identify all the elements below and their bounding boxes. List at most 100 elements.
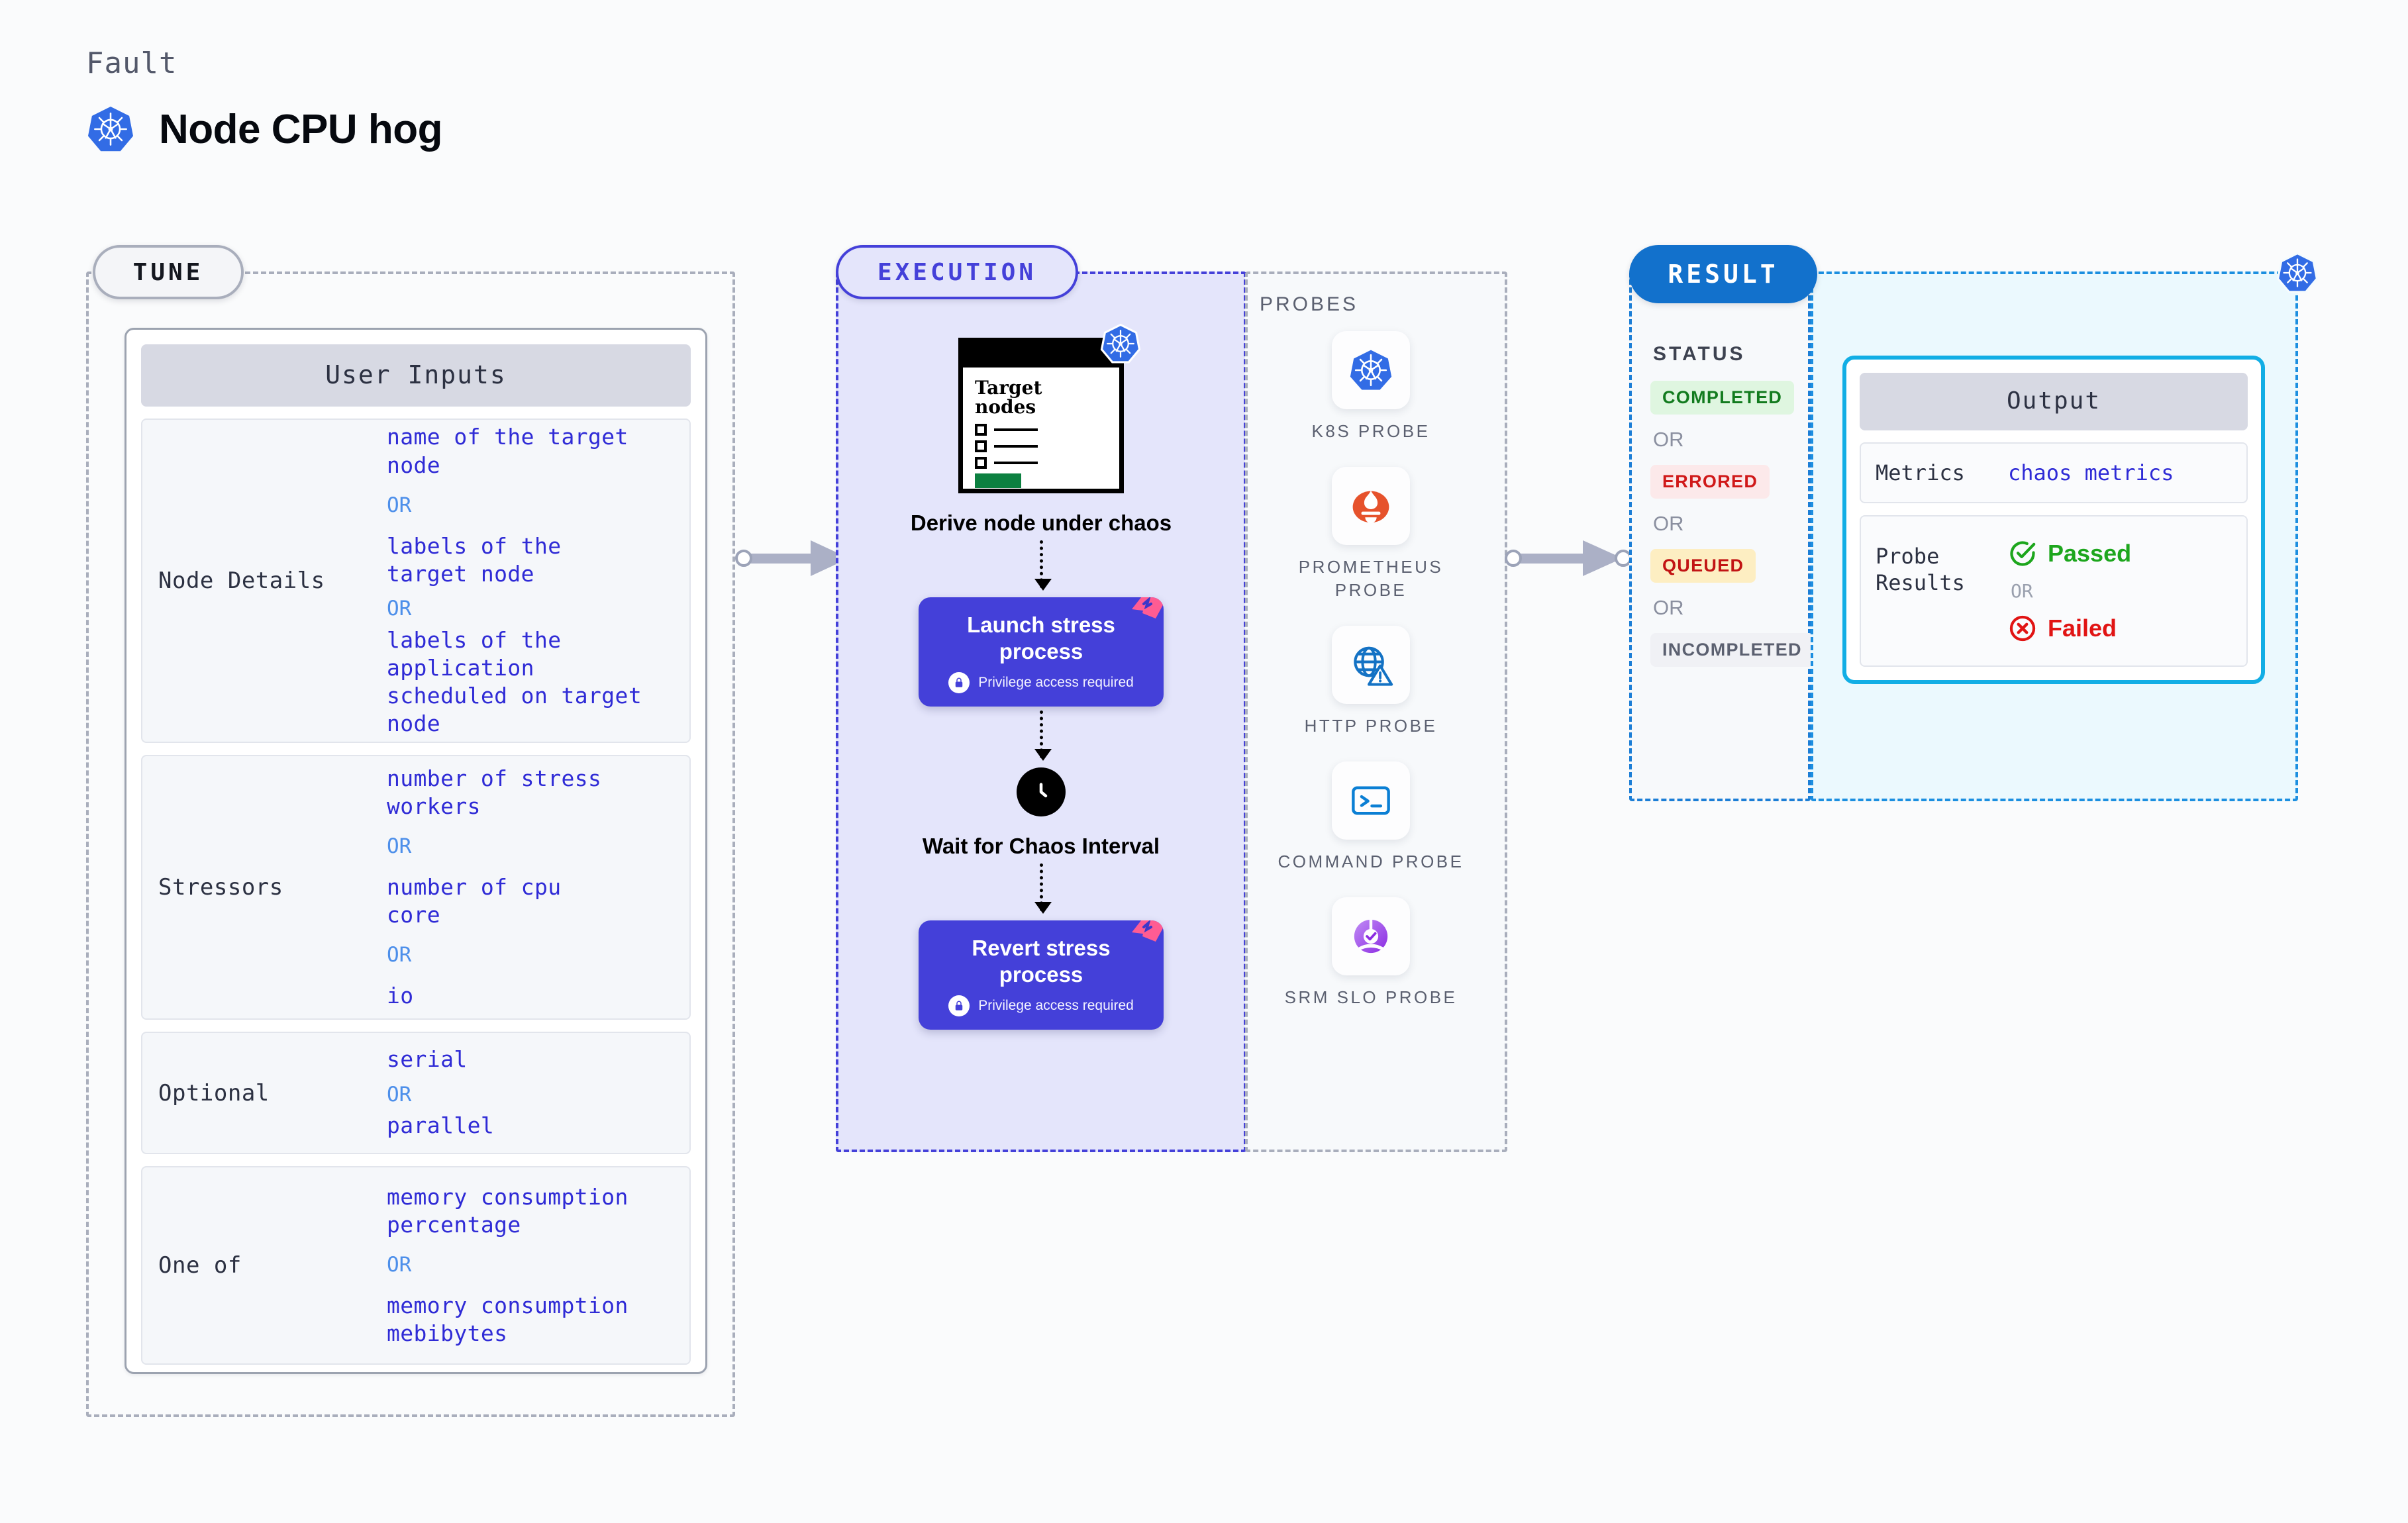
status-badge-errored: ERRORED bbox=[1650, 465, 1770, 499]
tune-value: labels of the application scheduled on t… bbox=[387, 626, 642, 737]
probe-label: PROMETHEUS PROBE bbox=[1298, 557, 1444, 601]
flow-connector bbox=[1034, 863, 1052, 914]
document-progress-bar bbox=[975, 473, 1021, 488]
tune-row-values: number of stress workers OR number of cp… bbox=[387, 765, 674, 1010]
result-status-panel bbox=[1629, 271, 1811, 801]
probe-result-values: Passed OR Failed bbox=[2008, 539, 2131, 643]
or-label: OR bbox=[387, 943, 412, 967]
lock-icon bbox=[948, 672, 970, 694]
probe-result-passed: Passed bbox=[2008, 539, 2131, 568]
output-row-metrics: Metrics chaos metrics bbox=[1860, 442, 2248, 503]
tune-value: number of stress workers bbox=[387, 765, 602, 819]
kubernetes-icon bbox=[1350, 350, 1392, 390]
probes-panel-border bbox=[1245, 271, 1507, 1152]
privilege-note: Privilege access required bbox=[978, 998, 1134, 1014]
tune-value: serial bbox=[387, 1046, 468, 1073]
tune-value: io bbox=[387, 983, 414, 1009]
or-label: OR bbox=[387, 1253, 412, 1277]
tune-row-optional: Optional serial OR parallel bbox=[141, 1032, 691, 1154]
flow-connector bbox=[1034, 711, 1052, 762]
chaos-badge-icon bbox=[1127, 920, 1164, 950]
passed-label: Passed bbox=[2048, 540, 2132, 567]
probe-tile bbox=[1332, 467, 1410, 546]
probe-item-command[interactable]: COMMAND PROBE bbox=[1278, 762, 1464, 873]
connector-execution-to-result bbox=[1502, 535, 1634, 581]
tune-row-label: Node Details bbox=[158, 567, 325, 594]
tune-row-values: name of the target node OR labels of the… bbox=[387, 423, 674, 738]
chaos-badge-icon bbox=[1127, 597, 1164, 627]
execution-pill: EXECUTION bbox=[836, 245, 1078, 299]
output-row-probe-results: Probe Results Passed OR Failed bbox=[1860, 515, 2248, 667]
privilege-note-row: Privilege access required bbox=[930, 672, 1152, 694]
tune-row-values: memory consumption percentage OR memory … bbox=[387, 1183, 674, 1348]
tune-panel: User Inputs Node Details name of the tar… bbox=[86, 271, 735, 1417]
checkbox-icon bbox=[975, 440, 987, 452]
or-label: OR bbox=[387, 834, 412, 859]
page-kicker: Fault bbox=[86, 46, 177, 80]
result-pill: RESULT bbox=[1629, 245, 1817, 303]
step-caption: Launch stress process bbox=[967, 612, 1115, 663]
status-badge-queued: QUEUED bbox=[1650, 549, 1756, 583]
target-nodes-document: Target nodes bbox=[958, 338, 1124, 493]
page-title-row: Node CPU hog bbox=[86, 105, 442, 154]
kubernetes-icon bbox=[1100, 323, 1141, 368]
or-label: OR bbox=[1653, 596, 1684, 619]
output-card-title: Output bbox=[1860, 373, 2248, 430]
document-checkbox-row bbox=[975, 440, 1107, 452]
probe-item-prometheus[interactable]: PROMETHEUS PROBE bbox=[1275, 467, 1467, 602]
or-label: OR bbox=[387, 597, 412, 620]
tune-row-label: One of bbox=[158, 1252, 242, 1279]
status-list: COMPLETED OR ERRORED OR QUEUED OR INCOMP… bbox=[1650, 381, 1814, 667]
or-label: OR bbox=[2011, 580, 2033, 602]
probe-tile bbox=[1332, 762, 1410, 840]
tune-row-node-details: Node Details name of the target node OR … bbox=[141, 418, 691, 743]
status-badge-incompleted: INCOMPLETED bbox=[1650, 633, 1814, 667]
document-checkbox-row bbox=[975, 423, 1107, 436]
probes-panel bbox=[1245, 271, 1507, 1152]
privilege-note: Privilege access required bbox=[978, 675, 1134, 691]
terminal-icon bbox=[1352, 786, 1390, 815]
tune-pill: TUNE bbox=[93, 245, 244, 299]
page-title: Node CPU hog bbox=[159, 106, 442, 152]
document-checkbox-row bbox=[975, 456, 1107, 469]
output-row-value: chaos metrics bbox=[2008, 460, 2174, 485]
probe-item-http[interactable]: HTTP PROBE bbox=[1305, 626, 1438, 738]
kubernetes-icon bbox=[86, 105, 135, 154]
x-circle-icon bbox=[2009, 615, 2036, 642]
launch-stress-process-node[interactable]: Launch stress process Privilege access r… bbox=[919, 597, 1164, 707]
tune-row-label: Stressors bbox=[158, 874, 283, 901]
probe-result-failed: Failed bbox=[2008, 614, 2131, 643]
document-title: Target nodes bbox=[975, 377, 1042, 418]
tune-value: labels of the target node bbox=[387, 532, 562, 587]
revert-stress-process-node[interactable]: Revert stress process Privilege access r… bbox=[919, 920, 1164, 1030]
globe-warning-icon bbox=[1354, 647, 1393, 686]
probe-tile bbox=[1331, 626, 1410, 705]
connector-start-node bbox=[735, 550, 752, 567]
output-card: Output Metrics chaos metrics Probe Resul… bbox=[1842, 356, 2265, 684]
probe-label: SRM SLO PROBE bbox=[1284, 987, 1458, 1008]
user-inputs-title: User Inputs bbox=[141, 344, 691, 407]
or-label: OR bbox=[1653, 428, 1684, 451]
probe-item-k8s[interactable]: K8S PROBE bbox=[1312, 331, 1430, 443]
checkbox-icon bbox=[975, 456, 987, 469]
step-caption: Derive node under chaos bbox=[910, 511, 1172, 535]
derive-node-step: Target nodes bbox=[958, 323, 1141, 493]
prometheus-icon bbox=[1352, 491, 1389, 524]
privilege-note-row: Privilege access required bbox=[930, 995, 1152, 1017]
wait-interval-step bbox=[1017, 767, 1066, 817]
tune-row-values: serial OR parallel bbox=[387, 1046, 674, 1140]
clock-icon bbox=[1028, 779, 1054, 805]
probe-item-srm-slo[interactable]: SRM SLO PROBE bbox=[1285, 897, 1458, 1009]
tune-row-label: Optional bbox=[158, 1079, 270, 1106]
probe-label: COMMAND PROBE bbox=[1278, 852, 1464, 872]
step-caption: Revert stress process bbox=[972, 936, 1111, 987]
tune-value: memory consumption percentage bbox=[387, 1183, 628, 1238]
tune-value: memory consumption mebibytes bbox=[387, 1292, 628, 1347]
probes-list: K8S PROBE PROMETHEUS PROBE bbox=[1258, 331, 1483, 1010]
tune-row-one-of: One of memory consumption percentage OR … bbox=[141, 1166, 691, 1365]
check-circle-icon bbox=[2010, 541, 2036, 566]
tune-row-stressors: Stressors number of stress workers OR nu… bbox=[141, 755, 691, 1020]
tune-panel-border bbox=[86, 271, 735, 1417]
execution-flow: Target nodes bbox=[836, 298, 1246, 1152]
